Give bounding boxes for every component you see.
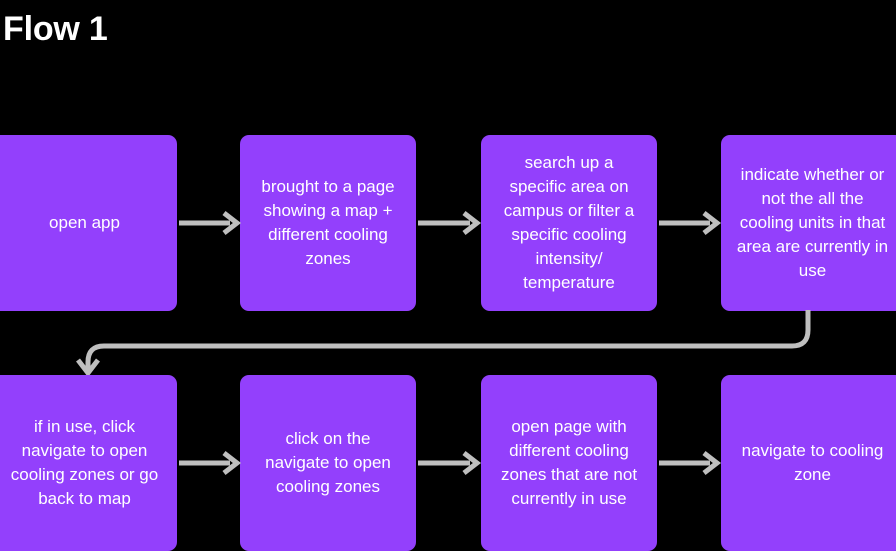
arrow-right-icon — [417, 450, 482, 476]
flow-node-label: navigate to cooling zone — [741, 441, 884, 484]
arrow-right-icon — [178, 210, 242, 236]
flow-node-open-free-zones[interactable]: open page with different cooling zones t… — [481, 375, 657, 551]
flow-node-label: indicate whether or not the all the cool… — [736, 165, 889, 280]
flow-node-if-in-use[interactable]: if in use, click navigate to open coolin… — [0, 375, 177, 551]
flow-node-navigate-zone[interactable]: navigate to cooling zone — [721, 375, 896, 551]
flow-node-search-filter[interactable]: search up a specific area on campus or f… — [481, 135, 657, 311]
arrow-right-icon — [178, 450, 242, 476]
arrow-right-icon — [417, 210, 482, 236]
flow-node-label: open app — [49, 213, 120, 232]
wrap-around-connector — [0, 300, 896, 380]
page-title: Flow 1 — [3, 10, 108, 48]
flow-node-indicate-in-use[interactable]: indicate whether or not the all the cool… — [721, 135, 896, 311]
arrow-right-icon — [658, 450, 722, 476]
flow-node-label: click on the navigate to open cooling zo… — [265, 429, 391, 496]
flow-node-label: open page with different cooling zones t… — [500, 417, 638, 508]
flow-node-map-page[interactable]: brought to a page showing a map + differ… — [240, 135, 416, 311]
flow-node-label: if in use, click navigate to open coolin… — [10, 417, 159, 508]
flow-node-label: brought to a page showing a map + differ… — [261, 177, 395, 268]
flow-node-label: search up a specific area on campus or f… — [503, 153, 635, 292]
flow-node-click-navigate[interactable]: click on the navigate to open cooling zo… — [240, 375, 416, 551]
flow-node-open-app[interactable]: open app — [0, 135, 177, 311]
arrow-right-icon — [658, 210, 722, 236]
